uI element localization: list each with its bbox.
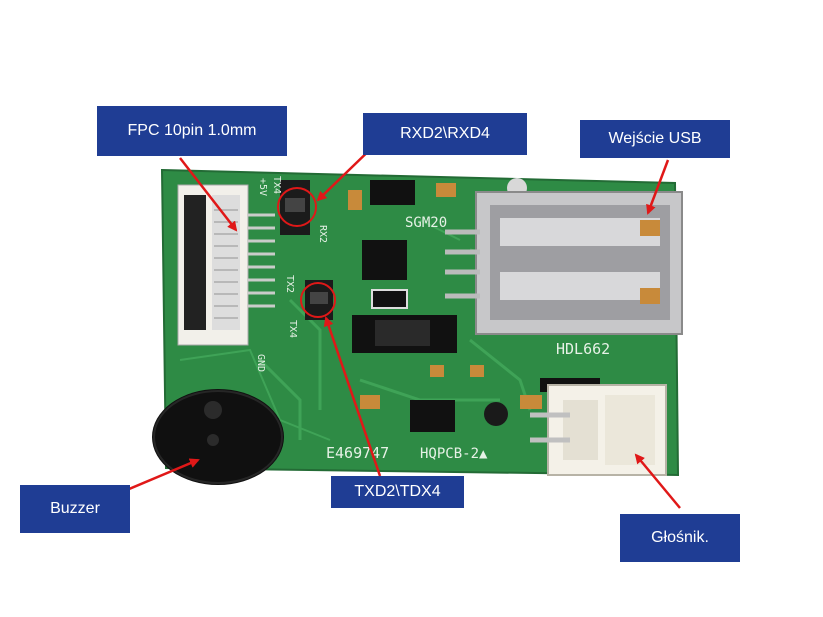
callout-txd: TXD2\TDX4 [331, 476, 464, 508]
silk-tx2: TX2 [284, 275, 295, 293]
silk-board-id: HQPCB-2▲ [420, 446, 488, 462]
callout-speaker: Głośnik. [620, 514, 740, 562]
buzzer-component [152, 389, 284, 485]
callout-fpc: FPC 10pin 1.0mm [97, 106, 287, 156]
callout-usb: Wejście USB [580, 120, 730, 158]
silk-hdl662: HDL662 [556, 340, 610, 358]
arrow-txd [323, 316, 382, 477]
silk-gnd: GND [255, 354, 266, 372]
arrow-speaker [634, 453, 681, 509]
silk-tx4-top: TX4 [271, 176, 282, 194]
speaker-connector [530, 384, 667, 476]
tx-marker-circle [300, 282, 336, 318]
silk-5v: +5V [257, 178, 268, 196]
arrow-fpc [179, 157, 238, 232]
arrow-usb [646, 159, 670, 215]
silk-rx2: RX2 [317, 225, 328, 243]
silk-sgm20: SGM20 [405, 215, 447, 231]
callout-buzzer: Buzzer [20, 485, 130, 533]
silk-serial: E469747 [326, 444, 389, 462]
callout-rxd: RXD2\RXD4 [363, 113, 527, 155]
rx-marker-circle [277, 187, 317, 227]
silk-tx4: TX4 [287, 320, 298, 338]
usb-connector [445, 191, 683, 335]
arrow-buzzer [121, 458, 200, 494]
ic-components [348, 178, 600, 432]
